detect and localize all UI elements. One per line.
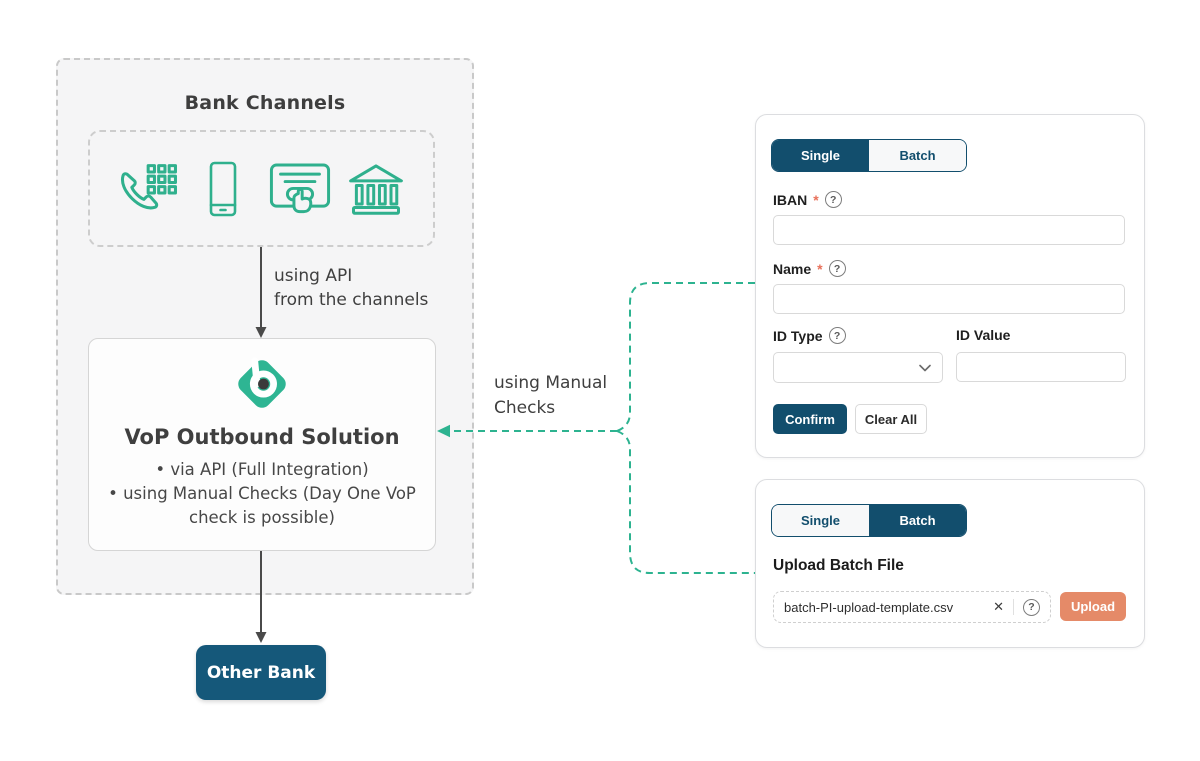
name-label: Name [773,260,812,277]
vop-title: VoP Outbound Solution [124,425,400,449]
divider [1013,599,1014,615]
tab-single[interactable]: Single [772,140,869,171]
bank-building-icon [343,158,409,220]
tab-batch[interactable]: Batch [869,140,966,171]
channel-icons-box [88,130,435,247]
using-api-label: using API from the channels [274,266,429,310]
vop-logo-icon [238,357,286,408]
clear-all-button[interactable]: Clear All [855,404,927,434]
single-panel-tab-group: Single Batch [771,139,967,172]
iban-help-icon[interactable]: ? [824,191,842,208]
batch-panel-tab-group: Single Batch [771,504,967,537]
bullet-item: via API (Full Integration) [155,460,368,479]
name-label-row: Name * ? [773,260,846,277]
upload-button[interactable]: Upload [1060,592,1126,621]
iban-label-row: IBAN * ? [773,191,842,208]
required-asterisk: * [817,260,823,277]
manual-checks-connector [446,282,755,574]
id-value-label: ID Value [956,327,1011,343]
phone-keypad-icon [114,158,180,220]
iban-input[interactable] [773,215,1125,245]
name-input[interactable] [773,284,1125,314]
card-press-icon [267,158,333,220]
file-name: batch-PI-upload-template.csv [784,599,954,615]
batch-upload-panel: Single Batch Upload Batch File batch-PI-… [755,479,1145,648]
name-help-icon[interactable]: ? [828,260,846,277]
other-bank-button[interactable]: Other Bank [196,645,326,700]
single-verification-panel: Single Batch IBAN * ? Name * ? ID Type ?… [755,114,1145,458]
smartphone-icon [190,158,256,220]
id-type-label: ID Type [773,327,823,344]
bank-channels-title: Bank Channels [184,92,346,114]
file-help-icon[interactable]: ? [1023,598,1040,616]
tab-single[interactable]: Single [772,505,869,536]
id-type-select[interactable] [773,352,943,383]
required-asterisk: * [813,191,819,208]
upload-batch-file-heading: Upload Batch File [773,557,904,574]
vop-outbound-solution-box: VoP Outbound Solution via API (Full Inte… [88,338,436,551]
id-type-help-icon[interactable]: ? [828,327,846,344]
vop-bullet-list: via API (Full Integration) using Manual … [89,458,435,530]
id-value-label-row: ID Value [956,327,1010,343]
chevron-down-icon [919,364,931,371]
id-type-label-row: ID Type ? [773,327,846,344]
bullet-item: using Manual Checks (Day One VoP check i… [108,484,416,527]
tab-batch[interactable]: Batch [869,505,966,536]
iban-label: IBAN [773,191,808,208]
using-manual-checks-label: using Manual Checks [494,373,608,418]
clear-file-icon[interactable]: ✕ [993,599,1004,614]
id-value-input[interactable] [956,352,1126,382]
confirm-button[interactable]: Confirm [773,404,847,434]
batch-file-input[interactable]: batch-PI-upload-template.csv ✕ ? [773,591,1051,623]
